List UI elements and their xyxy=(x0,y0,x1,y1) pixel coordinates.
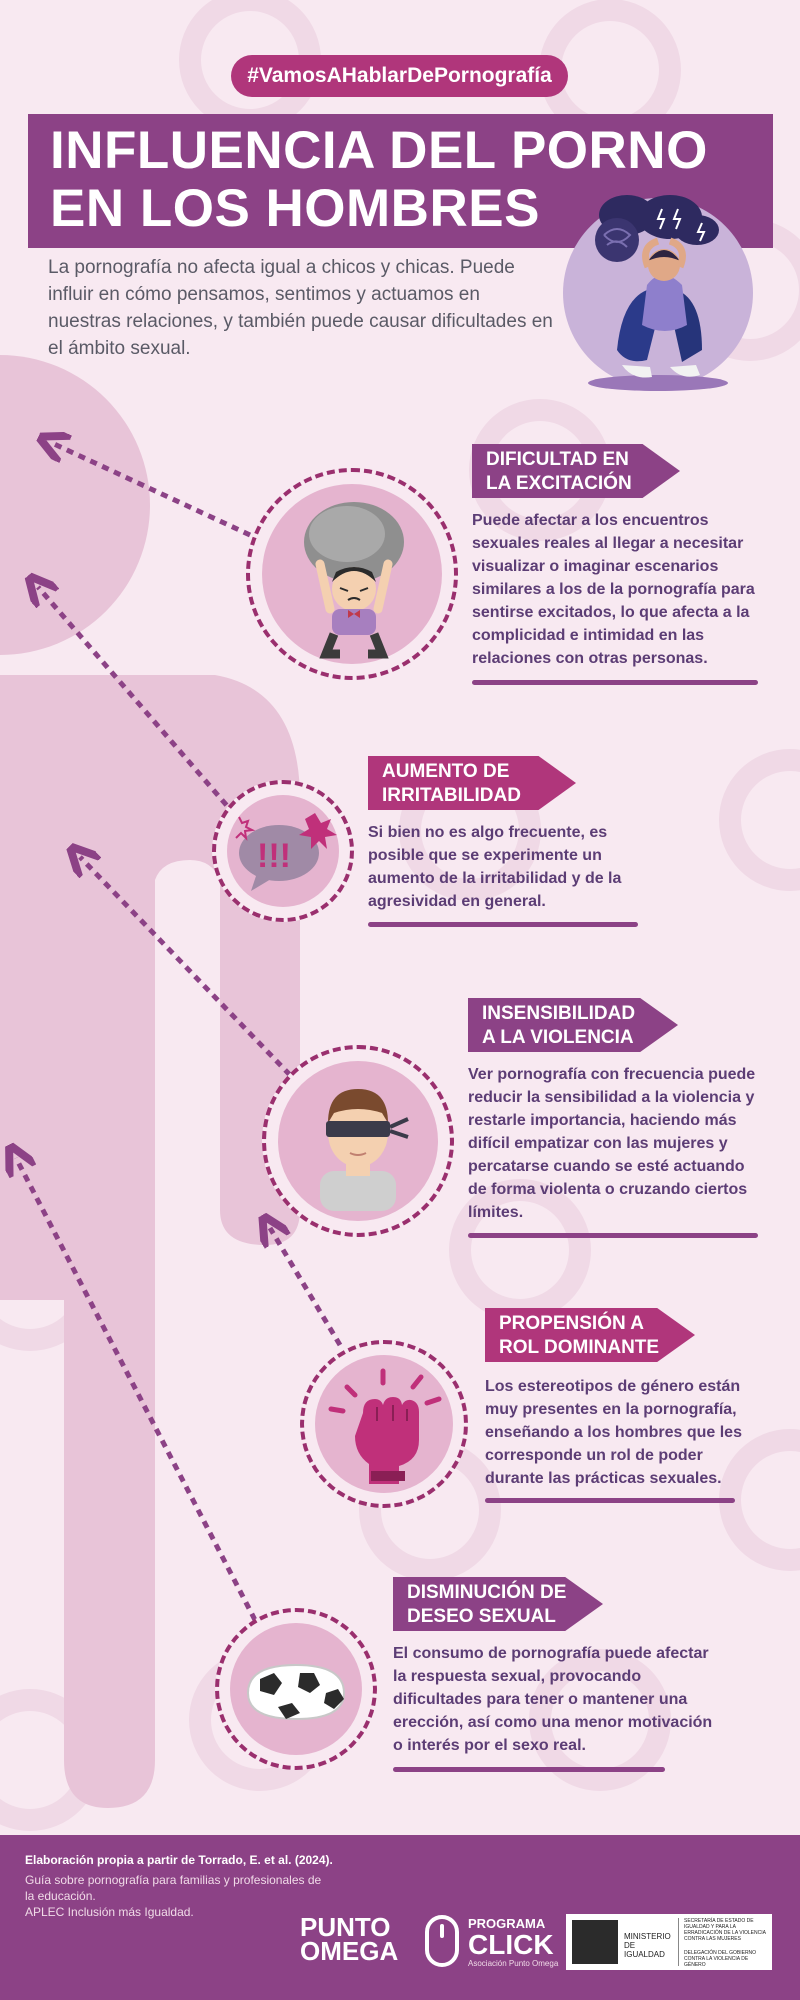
credit-title: Elaboración propia a partir de Torrado, … xyxy=(25,1853,333,1867)
raised-fist-icon xyxy=(328,1368,442,1484)
hashtag-pill: #VamosAHablarDePornografía xyxy=(231,55,568,97)
section-2-icon-bg: !!! xyxy=(227,795,339,907)
section-4-text: Los estereotipos de género están muy pre… xyxy=(485,1378,742,1487)
section-1-text: Puede afectar a los encuentros sexuales … xyxy=(472,512,755,667)
section-2-title-line-1: AUMENTO DE xyxy=(382,761,510,782)
credit-line-3: APLEC Inclusión más Igualdad. xyxy=(25,1905,194,1919)
spain-crest-icon xyxy=(572,1920,618,1964)
blindfolded-person-icon xyxy=(320,1089,409,1211)
section-1-icon-bg xyxy=(262,484,442,664)
credit-line-2: la educación. xyxy=(25,1889,96,1903)
section-2-divider xyxy=(368,922,638,927)
section-5-icon-bg xyxy=(230,1623,362,1755)
section-1-title: DIFICULTAD EN LA EXCITACIÓN xyxy=(472,444,680,498)
section-5-divider xyxy=(393,1767,665,1772)
punto-omega-logo: PUNTO OMEGA xyxy=(300,1912,399,1966)
section-3-divider xyxy=(468,1233,758,1238)
page-title: INFLUENCIA DEL PORNO EN LOS HOMBRES xyxy=(50,122,710,238)
title-line-1: INFLUENCIA DEL PORNO xyxy=(50,121,708,180)
section-5-title-line-1: DISMINUCIÓN DE xyxy=(407,1582,567,1603)
punto-omega-line-1: PUNTO xyxy=(300,1912,391,1942)
credit-line-1: Guía sobre pornografía para familias y p… xyxy=(25,1873,322,1887)
section-1-circle xyxy=(246,468,458,680)
section-2-title-line-2: IRRITABILIDAD xyxy=(382,785,521,806)
section-3-title-line-1: INSENSIBILIDAD xyxy=(482,1003,636,1024)
deflated-ball-icon xyxy=(246,1663,346,1721)
section-1-title-line-2: LA EXCITACIÓN xyxy=(486,473,632,494)
section-4-title: PROPENSIÓN A ROL DOMINANTE xyxy=(485,1308,695,1362)
ministry-name: MINISTERIO DE IGUALDAD xyxy=(624,1932,671,1959)
title-line-2: EN LOS HOMBRES xyxy=(50,179,540,238)
click-label: CLICK xyxy=(468,1929,554,1960)
dotted-arrows xyxy=(16,443,343,1622)
section-2-circle: !!! xyxy=(212,780,354,922)
section-5-title-line-2: DESEO SEXUAL xyxy=(407,1606,556,1627)
ministry-logo: MINISTERIO DE IGUALDAD SECRETARÍA DE EST… xyxy=(566,1914,772,1970)
section-4-title-line-1: PROPENSIÓN A xyxy=(499,1313,644,1334)
section-4-divider xyxy=(485,1498,735,1503)
svg-text:!!!: !!! xyxy=(257,837,291,875)
section-3-icon-bg xyxy=(278,1061,438,1221)
distressed-person-illustration xyxy=(563,195,753,391)
section-4-title-line-2: ROL DOMINANTE xyxy=(499,1337,660,1358)
mouse-icon xyxy=(425,1915,459,1967)
section-1-title-line-1: DIFICULTAD EN xyxy=(486,449,629,470)
section-3-text: Ver pornografía con frecuencia puede red… xyxy=(468,1066,756,1221)
angry-speech-bubble-icon: !!! xyxy=(235,813,337,891)
ministry-divider xyxy=(678,1918,679,1966)
section-5-circle xyxy=(215,1608,377,1770)
programa-click-logo: PROGRAMA CLICK Asociación Punto Omega xyxy=(468,1916,558,1968)
delegacion-label: DELEGACIÓN DEL GOBIERNO CONTRA LA VIOLEN… xyxy=(684,1950,757,1968)
section-5-title: DISMINUCIÓN DE DESEO SEXUAL xyxy=(393,1577,603,1631)
section-3-title: INSENSIBILIDAD A LA VIOLENCIA xyxy=(468,998,678,1052)
section-3-circle xyxy=(262,1045,454,1237)
secretaria-label: SECRETARÍA DE ESTADO DE IGUALDAD Y PARA … xyxy=(684,1918,766,1942)
programa-label: PROGRAMA xyxy=(468,1916,546,1931)
section-1-divider xyxy=(472,680,758,685)
section-2-text: Si bien no es algo frecuente, es posible… xyxy=(368,824,622,910)
credit-source: Guía sobre pornografía para familias y p… xyxy=(25,1872,355,1920)
section-4-icon-bg xyxy=(315,1355,453,1493)
click-subtitle: Asociación Punto Omega xyxy=(468,1959,559,1968)
section-5-text: El consumo de pornografía puede afectar … xyxy=(393,1645,713,1754)
punto-omega-line-2: OMEGA xyxy=(300,1936,399,1966)
intro-paragraph: La pornografía no afecta igual a chicos … xyxy=(48,257,553,359)
section-4-circle xyxy=(300,1340,468,1508)
boulder-weight-icon xyxy=(304,502,404,659)
section-2-title: AUMENTO DE IRRITABILIDAD xyxy=(368,756,576,810)
section-3-title-line-2: A LA VIOLENCIA xyxy=(482,1027,634,1048)
